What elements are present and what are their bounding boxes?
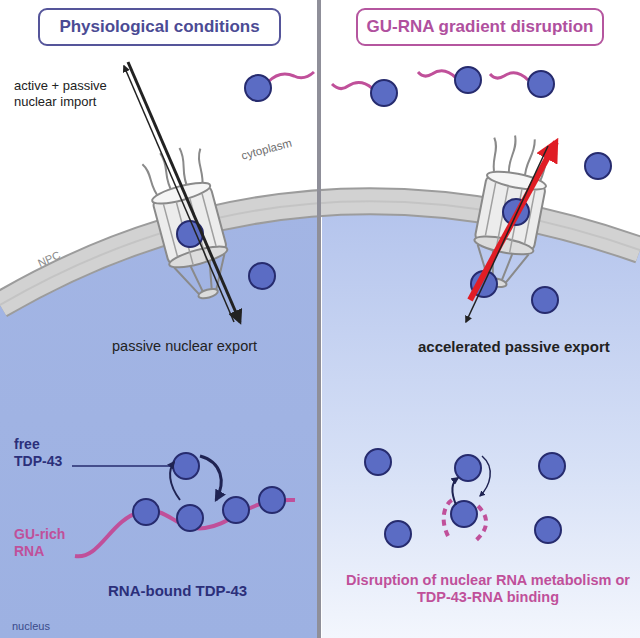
- header-box: GU-RNA gradient disruption: [356, 8, 604, 46]
- arrow-label: accelerated passive export: [418, 338, 633, 356]
- header-text: Physiological conditions: [59, 17, 259, 37]
- region-label: nucleus: [12, 620, 92, 633]
- header-text: GU-RNA gradient disruption: [367, 17, 594, 37]
- region-label: cytoplasm: [240, 129, 321, 163]
- molecule-label: GU-rich RNA: [14, 526, 76, 560]
- state-label: RNA-bound TDP-43: [108, 582, 308, 600]
- molecule-label: free TDP-43: [14, 436, 76, 470]
- header-box: Physiological conditions: [38, 8, 281, 46]
- arrow-label: passive nuclear export: [112, 338, 302, 355]
- arrow-label: active + passive nuclear import: [14, 78, 126, 109]
- note-label: Disruption of nuclear RNA metabolism or …: [345, 572, 631, 607]
